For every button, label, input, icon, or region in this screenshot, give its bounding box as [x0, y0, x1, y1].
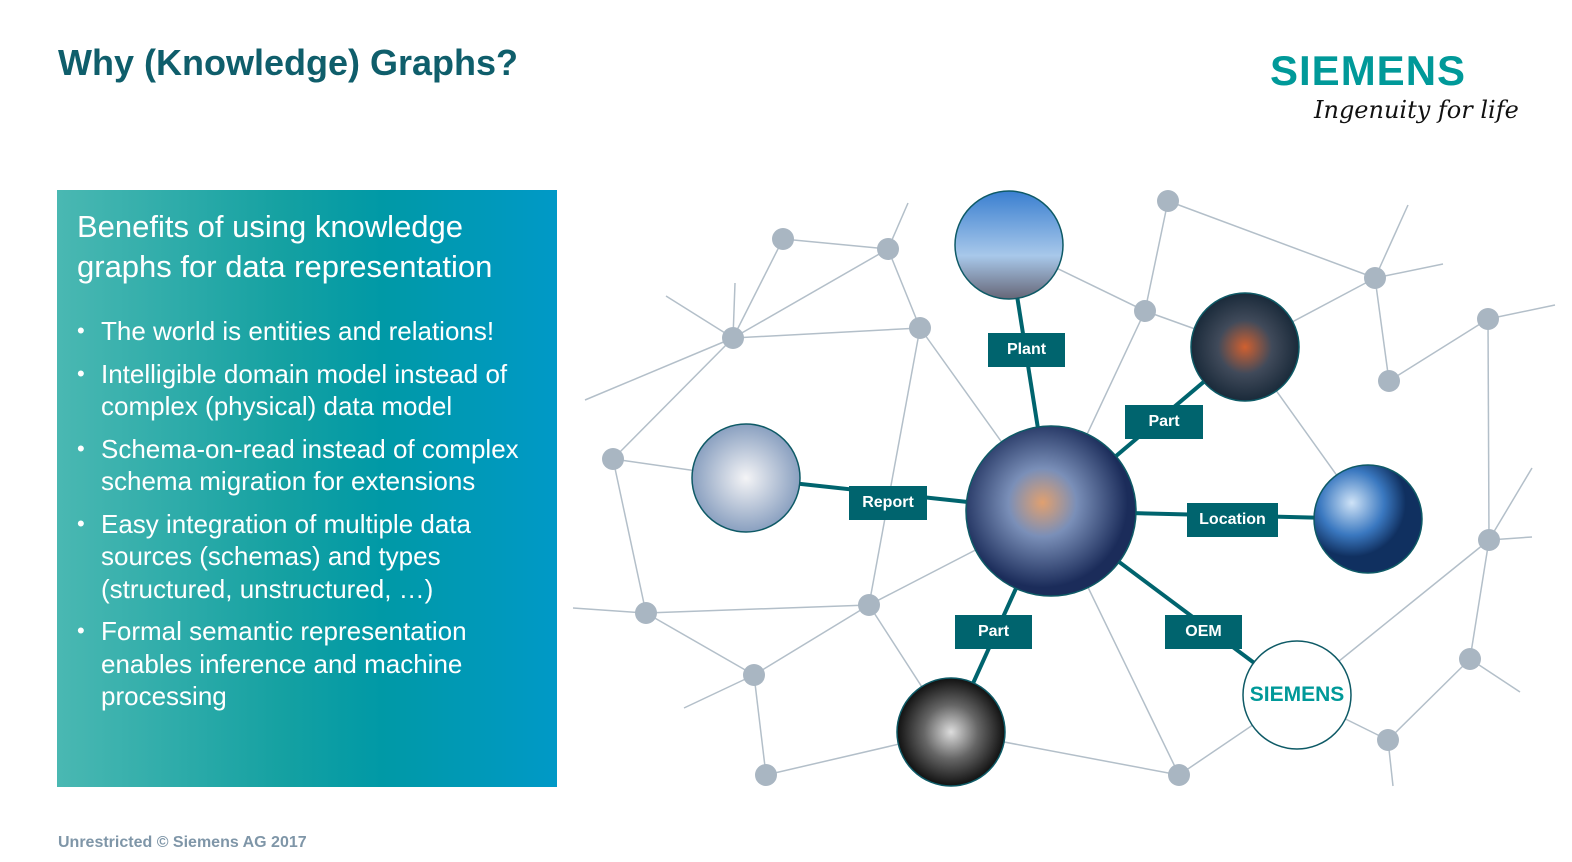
- slide-title: Why (Knowledge) Graphs?: [58, 42, 519, 83]
- background-node: [858, 594, 880, 616]
- background-node: [1459, 648, 1481, 670]
- background-nodes: [602, 190, 1500, 786]
- siemens-logo: SIEMENS Ingenuity for life: [1270, 47, 1519, 125]
- benefit-item: Easy integration of multiple data source…: [77, 508, 547, 606]
- turbine-center-node: [965, 425, 1137, 597]
- background-edge: [612, 337, 734, 460]
- background-edge: [645, 612, 755, 676]
- background-node: [1378, 370, 1400, 392]
- engine-part-image-node: [1190, 292, 1300, 402]
- edge-label-plant: Plant: [988, 333, 1065, 367]
- background-node: [1168, 764, 1190, 786]
- background-node: [602, 448, 624, 470]
- background-node: [877, 238, 899, 260]
- background-edge: [1374, 204, 1409, 279]
- benefit-item: Intelligible domain model instead of com…: [77, 358, 547, 423]
- background-edge: [732, 238, 784, 339]
- background-node: [755, 764, 777, 786]
- edge-label-location: Location: [1187, 503, 1278, 537]
- logo-tagline: Ingenuity for life: [1314, 96, 1519, 124]
- oem-siemens-logo: SIEMENS: [1249, 683, 1345, 706]
- background-edge: [868, 327, 921, 606]
- turbine-blade-part-node: [896, 677, 1006, 787]
- background-edge: [1387, 658, 1471, 741]
- edge-label-report: Report: [849, 486, 927, 520]
- background-edge: [1374, 263, 1444, 279]
- background-edge: [753, 674, 767, 776]
- benefits-panel: Benefits of using knowledge graphs for d…: [57, 190, 557, 787]
- background-edge: [1388, 318, 1489, 382]
- edge-label-part-top: Part: [1125, 405, 1203, 439]
- background-node: [1157, 190, 1179, 212]
- background-edge: [1167, 200, 1376, 279]
- background-node: [1134, 300, 1156, 322]
- background-edge: [782, 238, 889, 250]
- background-edge: [572, 607, 647, 614]
- oem-node: [1242, 640, 1352, 750]
- background-node: [1377, 729, 1399, 751]
- background-node: [1364, 267, 1386, 289]
- benefit-item: Formal semantic representation enables i…: [77, 615, 547, 713]
- report-image-node: [691, 423, 801, 533]
- background-edge: [1488, 467, 1533, 541]
- background-node: [909, 317, 931, 339]
- background-edge: [584, 337, 734, 401]
- background-edge: [1144, 200, 1169, 312]
- panel-heading: Benefits of using knowledge graphs for d…: [77, 209, 493, 284]
- background-edge: [612, 458, 647, 614]
- background-edge: [1487, 318, 1490, 541]
- benefit-item: The world is entities and relations!: [77, 315, 547, 348]
- background-node: [635, 602, 657, 624]
- globe-location-node: [1313, 464, 1423, 574]
- benefits-list: The world is entities and relations! Int…: [77, 315, 547, 723]
- background-edge: [683, 674, 755, 709]
- entity-nodes: [691, 190, 1423, 787]
- background-edge: [1487, 304, 1556, 320]
- background-node: [1478, 529, 1500, 551]
- background-node: [772, 228, 794, 250]
- background-node: [722, 327, 744, 349]
- background-edge: [732, 327, 921, 339]
- edge-label-part-bottom: Part: [955, 615, 1032, 649]
- edge-label-oem: OEM: [1165, 615, 1242, 649]
- background-edge: [887, 248, 921, 329]
- background-edge: [753, 604, 870, 676]
- background-node: [743, 664, 765, 686]
- background-edge: [1469, 539, 1490, 660]
- background-edge: [732, 248, 889, 339]
- background-edge: [1374, 277, 1390, 382]
- background-node: [1477, 308, 1499, 330]
- plant-image-node: [954, 190, 1064, 300]
- background-edge: [645, 604, 870, 614]
- background-edge: [665, 295, 734, 339]
- footer-classification: Unrestricted © Siemens AG 2017: [58, 834, 307, 851]
- benefit-item: Schema-on-read instead of complex schema…: [77, 433, 547, 498]
- logo-wordmark: SIEMENS: [1270, 47, 1467, 94]
